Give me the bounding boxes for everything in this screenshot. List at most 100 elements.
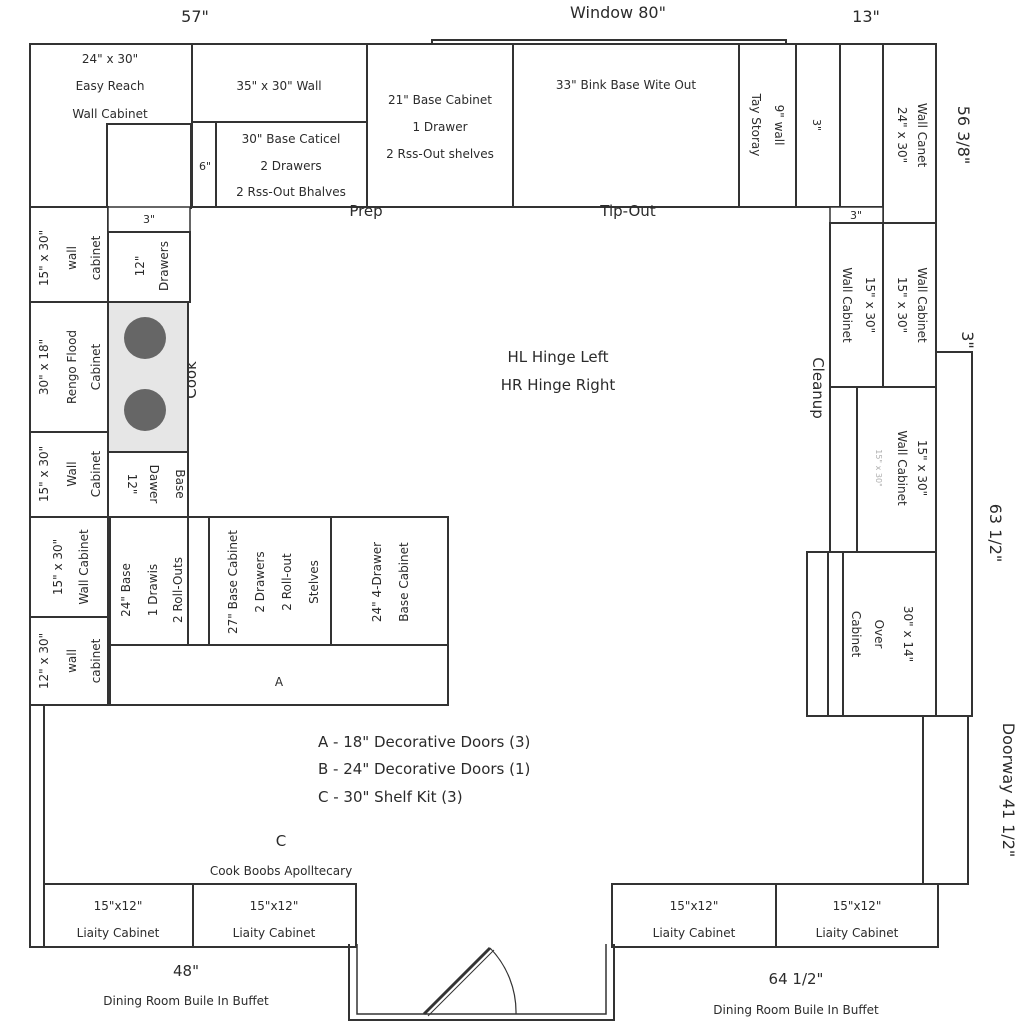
utility-3-line2: Liaity Cabinet xyxy=(653,926,736,940)
over-line3: Cabinet xyxy=(849,611,863,658)
base-21-line1: 21" Base Cabinet xyxy=(388,93,492,107)
right-wall-cabinets: 15" x 30" Wall Cabinet Wall Cabinet 15" … xyxy=(806,222,973,885)
utility-4-line2: Liaity Cabinet xyxy=(816,926,899,940)
wall-24-line1: 24" x 30" xyxy=(895,107,909,163)
right-filler xyxy=(829,386,858,553)
drawer-base-line1: 12" xyxy=(125,474,139,495)
zone-prep: Prep xyxy=(349,202,382,220)
utility-2-line2: Liaity Cabinet xyxy=(233,926,316,940)
base-30-line3: 2 Rss-Out Bhalves xyxy=(236,185,346,199)
base-4drawer-line1: 24" 4-Drawer xyxy=(370,542,384,622)
utility-4-line1: 15"x12" xyxy=(833,899,882,913)
apothecary-letter: C xyxy=(276,832,286,850)
apothecary-label: Cook Boobs Apolltecary xyxy=(210,864,352,878)
base-30-line1: 30" Base Caticel xyxy=(242,132,341,146)
range-hood-line2: Rengo Flood xyxy=(65,330,79,404)
over-cabinet-side-b xyxy=(827,551,844,717)
easy-reach-line2: Easy Reach xyxy=(76,79,145,93)
over-line1: 30" x 14" xyxy=(901,606,915,662)
base-27-line2: 2 Drawers xyxy=(253,551,267,612)
door-leaf xyxy=(422,946,492,1016)
wall-24-line2: Wall Canet xyxy=(915,103,929,168)
left-15b-line1: 15" x 30" xyxy=(37,446,51,502)
buffet-left-label: Dining Room Buile In Buffet xyxy=(103,994,269,1008)
bottom-wall: 15"x12" Liaity Cabinet 15"x12" Liaity Ca… xyxy=(43,883,968,1021)
wall-cabinet-35-label: 35" x 30" Wall xyxy=(236,79,321,93)
easy-reach-line1: 24" x 30" xyxy=(82,52,138,66)
range-hood-line3: Cabinet xyxy=(89,344,103,391)
right-15b-line2: 15" x 30" xyxy=(863,277,877,333)
door-frame-inner xyxy=(356,944,607,1015)
drawers-12-line1: 12" xyxy=(133,256,147,277)
dim-right-mid: 63 1/2" xyxy=(986,504,1005,563)
zone-tipout: Tip-Out xyxy=(599,202,656,220)
dim-right-3: 3" xyxy=(958,331,977,349)
utility-cabinet-4 xyxy=(775,883,939,948)
doorway-jamb xyxy=(922,715,969,885)
right-15c-line1: Wall Cabinet xyxy=(895,430,909,506)
easy-reach-line3: Wall Cabinet xyxy=(72,107,148,121)
utility-cabinet-1 xyxy=(43,883,194,948)
door-swing-arc xyxy=(489,947,517,1015)
utility-2-line1: 15"x12" xyxy=(250,899,299,913)
right-15b-line1: Wall Cabinet xyxy=(840,267,854,343)
buffet-right-label: Dining Room Buile In Buffet xyxy=(713,1003,879,1017)
filler-3 xyxy=(795,43,841,208)
right-wall-return xyxy=(935,351,973,717)
top-wall-cabinets: 24" x 30" Easy Reach Wall Cabinet 35" x … xyxy=(29,39,937,224)
filler-6-label: 6" xyxy=(199,160,211,173)
left-wall-cabinet-15b xyxy=(29,431,109,518)
base-4drawer-line2: Base Cabinet xyxy=(397,542,411,622)
left-wall-strip xyxy=(29,704,45,948)
tray-storage-cabinet xyxy=(738,43,797,208)
left-15b-line2: Wall xyxy=(65,461,79,486)
left-15c-line2: Wall Cabinet xyxy=(77,529,91,605)
dim-top-left: 57" xyxy=(181,7,209,26)
burner-icon xyxy=(124,317,166,359)
filler-3b-label: 3" xyxy=(850,209,862,222)
base-24-line3: 2 Roll-Outs xyxy=(171,557,185,623)
utility-cabinet-2 xyxy=(192,883,357,948)
utility-1-line2: Liaity Cabinet xyxy=(77,926,160,940)
base-24-line2: 1 Drawis xyxy=(146,564,160,616)
easy-reach-corner-base xyxy=(106,123,192,209)
sink-base-label: 33" Bink Base Wite Out xyxy=(556,78,696,92)
dim-window: Window 80" xyxy=(570,3,666,22)
base-21-line3: 2 Rss-Out shelves xyxy=(386,147,494,161)
drawers-12-line2: Drawers xyxy=(157,241,171,291)
over-cabinet-side-a xyxy=(806,551,829,717)
drawer-base-line3: Base xyxy=(173,469,187,498)
utility-3-line1: 15"x12" xyxy=(670,899,719,913)
dim-doorway: Doorway 41 1/2" xyxy=(999,723,1018,857)
left-wall-cabinet-12 xyxy=(29,616,109,706)
hinge-right-note: HR Hinge Right xyxy=(501,376,616,394)
legend-item: C - 30" Shelf Kit (3) xyxy=(318,788,463,806)
right-15a-line2: Wall Cabinet xyxy=(915,267,929,343)
base-27-line4: Stelves xyxy=(307,560,321,604)
filler-3c-label: 3" xyxy=(143,213,155,226)
left-15b-line3: Cabinet xyxy=(89,451,103,498)
hinge-left-note: HL Hinge Left xyxy=(507,348,608,366)
left-wall-cabinet-15c xyxy=(29,516,109,618)
right-15a-line1: 15" x 30" xyxy=(895,277,909,333)
drawer-base-line2: Dawer xyxy=(147,465,161,504)
range-hood-line1: 30" x 18" xyxy=(37,339,51,395)
wall-9-label: 9" wall xyxy=(772,105,786,146)
left-12-line2: wall xyxy=(65,649,79,673)
right-15c-line2: 15" x 30" xyxy=(915,440,929,496)
drawers-12 xyxy=(107,231,191,303)
base-24-line1: 24" Base xyxy=(119,563,133,617)
door-frame xyxy=(348,944,615,1021)
zone-cleanup: Cleanup xyxy=(809,357,827,419)
base-21-line2: 1 Drawer xyxy=(412,120,467,134)
dim-right-top: 56 3/8" xyxy=(954,106,973,165)
left-15c-line1: 15" x 30" xyxy=(51,539,65,595)
base-cabinet-4-drawer xyxy=(330,516,449,646)
utility-1-line1: 15"x12" xyxy=(94,899,143,913)
dim-bottom-left: 48" xyxy=(173,962,199,980)
right-wall-cabinet-15b xyxy=(829,222,884,388)
filler-3-label: 3" xyxy=(810,119,823,131)
left-15a-line1: 15" x 30" xyxy=(37,230,51,286)
legend: A - 18" Decorative Doors (3) B - 24" Dec… xyxy=(318,733,530,806)
